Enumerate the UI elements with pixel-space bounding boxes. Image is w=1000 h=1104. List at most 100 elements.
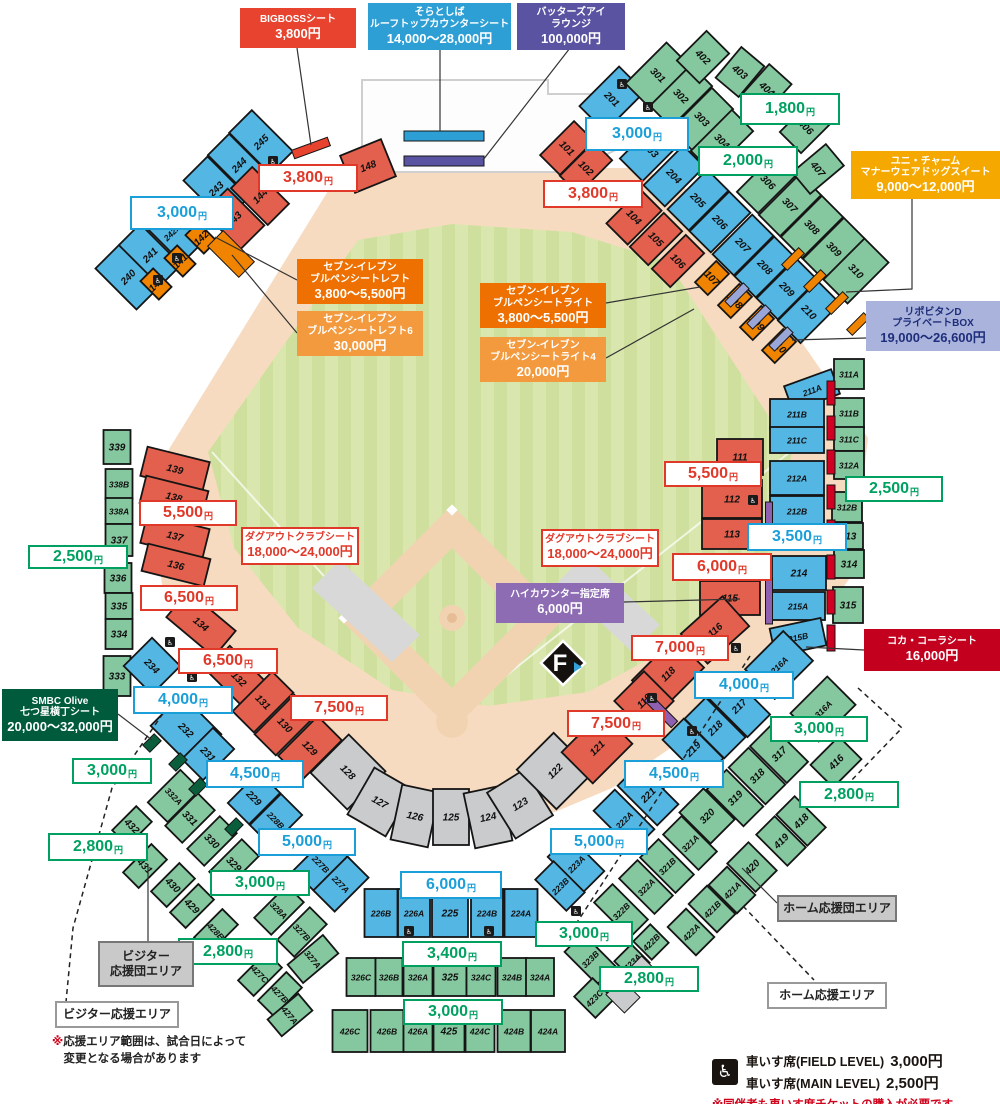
price-value: 3,000	[86, 762, 128, 779]
seat-section-324A[interactable]: 324A	[525, 957, 555, 997]
seat-section-234[interactable]: 234	[122, 636, 182, 696]
seat-section-241[interactable]: 241	[117, 222, 183, 288]
seat-section-322A[interactable]: 322A	[617, 858, 675, 916]
seat-section-211B[interactable]: 211B	[769, 398, 825, 430]
wheelchair-icon: ♿	[187, 672, 197, 682]
callout-line: ダグアウトクラブシート	[245, 532, 355, 544]
seat-section-339[interactable]: 339	[102, 429, 132, 465]
seat-section-210[interactable]: 210	[776, 279, 842, 345]
seat-section-308[interactable]: 308	[779, 194, 845, 260]
accent-strip-blue2	[403, 130, 485, 142]
yen-unit: 円	[760, 682, 770, 693]
seat-section-318[interactable]: 318	[727, 746, 787, 806]
yen-unit: 円	[276, 880, 286, 891]
seat-section-136[interactable]: 136	[140, 542, 212, 588]
seat-section-105[interactable]: 105	[628, 211, 684, 267]
yen-unit: 円	[738, 564, 748, 575]
seat-section-314[interactable]: 314	[833, 549, 865, 579]
seat-section-423C[interactable]: 423C	[572, 976, 616, 1020]
seat-section-338B[interactable]: 338B	[104, 468, 134, 500]
seat-section-315[interactable]: 315	[832, 586, 864, 624]
seat-section-311C[interactable]: 311C	[833, 426, 865, 452]
seat-section-224A[interactable]: 224A	[503, 888, 539, 938]
seat-section-310[interactable]: 310	[822, 237, 890, 305]
seat-section-402[interactable]: 402	[675, 29, 731, 85]
yen-unit: 円	[244, 949, 254, 959]
seat-section-331[interactable]: 331	[163, 791, 217, 845]
seat-section-212A[interactable]: 212A	[769, 460, 825, 496]
seat-section-122[interactable]: 122	[515, 731, 595, 811]
seat-section-327A[interactable]: 327A	[286, 933, 340, 985]
seat-section-321B[interactable]: 321B	[638, 837, 696, 895]
seat-section-337[interactable]: 337	[104, 523, 134, 557]
seat-section-338A[interactable]: 338A	[104, 497, 134, 525]
seat-section-416[interactable]: 416	[809, 735, 863, 789]
section-number: 312B	[837, 503, 857, 513]
seat-section-317[interactable]: 317	[748, 723, 810, 785]
seat-section-207[interactable]: 207	[711, 213, 775, 277]
seat-section-427A[interactable]: 427A	[266, 992, 314, 1038]
seat-section-429[interactable]: 429	[168, 882, 216, 930]
seat-section-326C[interactable]: 326C	[345, 957, 377, 997]
seat-section-422A[interactable]: 422A	[666, 907, 716, 957]
seat-section-227A[interactable]: 227A	[312, 855, 370, 913]
seat-section-421B[interactable]: 421B	[687, 884, 737, 934]
seat-section-223B[interactable]: 223B	[533, 859, 587, 913]
seat-section-327B[interactable]: 327B	[275, 905, 329, 959]
seat-section-403[interactable]: 403	[714, 45, 766, 99]
svg-text:♿: ♿	[486, 928, 492, 936]
seat-section-330[interactable]: 330	[185, 814, 239, 868]
seat-section-424B[interactable]: 424B	[496, 1009, 532, 1053]
seat-section-424A[interactable]: 424A	[530, 1009, 566, 1053]
price-value: 3,000	[234, 874, 276, 891]
seat-section-211C[interactable]: 211C	[769, 426, 825, 454]
accent-strip-dg	[188, 777, 208, 797]
seat-section-311B[interactable]: 311B	[833, 397, 865, 429]
seat-section-422B[interactable]: 422B	[632, 923, 670, 961]
seat-section-312A[interactable]: 312A	[833, 450, 865, 480]
seat-section-334[interactable]: 334	[104, 618, 134, 650]
seat-section-311A[interactable]: 311A	[833, 358, 865, 390]
seat-section-126[interactable]: 126	[389, 783, 441, 849]
seat-section-206[interactable]: 206	[688, 190, 752, 254]
callout-line: ユニ・チャーム	[890, 155, 961, 167]
seat-section-335[interactable]: 335	[104, 592, 134, 620]
seat-section-214[interactable]: 214	[771, 555, 827, 591]
seat-section-321A[interactable]: 321A	[661, 814, 719, 872]
seat-section-215A[interactable]: 215A	[770, 591, 826, 621]
seat-section-419[interactable]: 419	[754, 814, 808, 868]
callout-line: 七つ星横丁シート	[20, 707, 100, 719]
seat-section-426C[interactable]: 426C	[331, 1009, 369, 1053]
yen-unit: 円	[468, 951, 478, 962]
seat-section-322B[interactable]: 322B	[592, 882, 650, 940]
seat-section-107[interactable]: 107	[693, 259, 731, 297]
wheelchair-icon: ♿	[647, 693, 657, 703]
seat-section-320[interactable]: 320	[678, 787, 736, 845]
visitor-cheer-squad-area: ビジター応援団エリア	[98, 941, 194, 987]
seat-section-125[interactable]: 125	[432, 788, 470, 846]
seat-section-407[interactable]: 407	[790, 142, 846, 196]
seat-section-226B[interactable]: 226B	[363, 888, 399, 938]
seat-section-418[interactable]: 418	[774, 794, 828, 848]
seat-section-106[interactable]: 106	[650, 233, 706, 289]
seat-section-131[interactable]: 131	[231, 670, 295, 734]
accent-strip-dr	[826, 589, 836, 615]
seat-section-205[interactable]: 205	[666, 168, 730, 232]
seat-section-421A[interactable]: 421A	[707, 865, 757, 915]
seat-section-127[interactable]: 127	[346, 766, 414, 838]
seat-section-212B[interactable]: 212B	[769, 495, 825, 527]
accent-strip-dr	[826, 380, 836, 406]
yen-unit: 円	[128, 768, 138, 779]
seat-section-430[interactable]: 430	[149, 861, 197, 909]
seat-section-326B[interactable]: 326B	[374, 957, 404, 997]
price-value: 2,800	[823, 785, 865, 803]
seat-section-426B[interactable]: 426B	[369, 1009, 405, 1053]
wheelchair-icon: ♿	[712, 1058, 738, 1085]
accent-strip-dr	[826, 624, 836, 652]
seat-section-324B[interactable]: 324B	[496, 957, 528, 997]
callout-line: BIGBOSSシート	[259, 14, 337, 26]
seat-section-204[interactable]: 204	[642, 144, 706, 208]
